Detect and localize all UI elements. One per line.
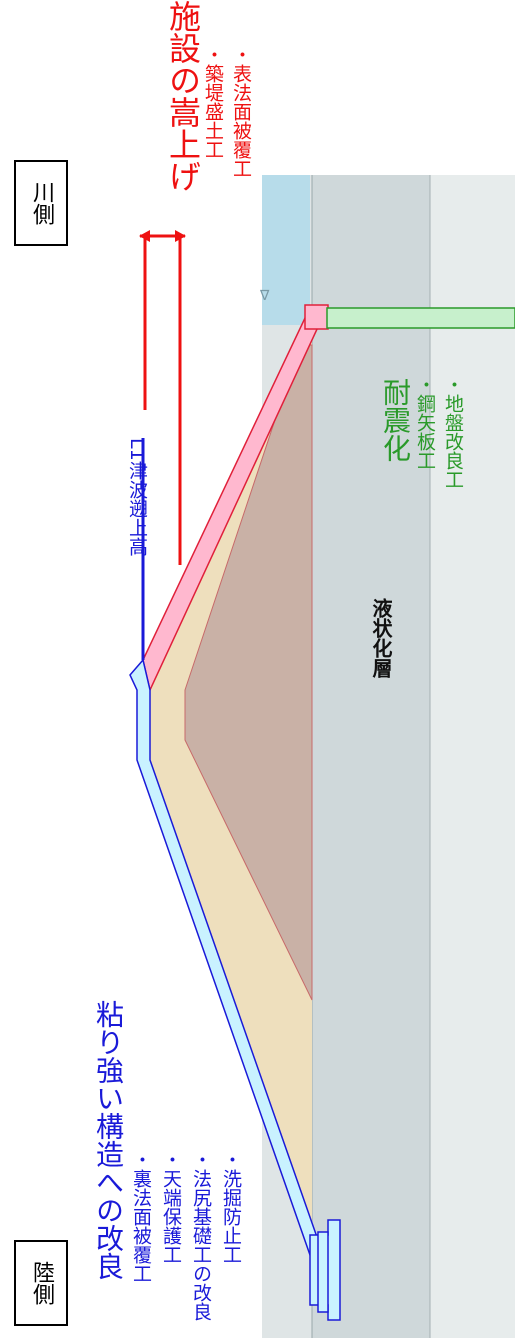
seismic-title: 耐震化 — [379, 378, 412, 462]
lower-band — [430, 175, 515, 1338]
tsunami-label: L1津波遡上高 — [126, 438, 148, 556]
scour-protection — [317, 1231, 329, 1313]
resilient-item-4: ・洗掘防止工 — [220, 1150, 242, 1264]
resilient-title: 粘り強い構造への改良 — [92, 1000, 125, 1280]
seismic-item-2: ・地盤改良工 — [442, 375, 464, 489]
water-level-mark: ∇ — [259, 288, 270, 304]
steel-sheet-pile — [326, 307, 515, 329]
water-band — [262, 175, 310, 325]
raise-item-1: ・築堤盛土工 — [202, 45, 224, 159]
raise-title: 施設の嵩上げ — [164, 0, 202, 192]
river-side-label: 川側 — [14, 160, 68, 246]
raise-arrowhead-left — [139, 230, 150, 242]
liquefaction-layer-label: 液状化層 — [369, 598, 393, 678]
raise-arrowhead-right — [175, 230, 186, 242]
land-side-label: 陸側 — [14, 1240, 68, 1326]
resilient-item-1: ・裏法面被覆工 — [130, 1150, 152, 1283]
raise-item-2: ・表法面被覆工 — [230, 45, 252, 178]
resilient-item-2: ・天端保護工 — [160, 1150, 182, 1264]
seismic-item-1: ・鋼矢板工 — [414, 375, 436, 470]
resilient-item-3: ・法尻基礎工の改良 — [190, 1150, 212, 1321]
cover-toe-block — [304, 304, 329, 330]
